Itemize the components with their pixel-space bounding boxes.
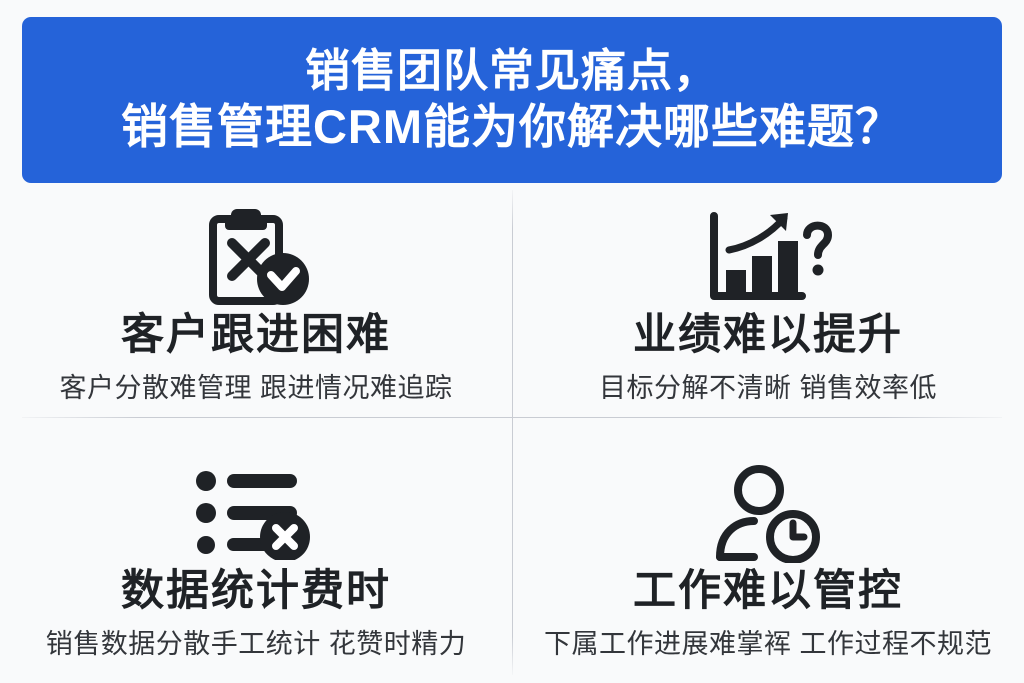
header-banner: 销售团队常见痛点， 销售管理CRM能为你解决哪些难题？ bbox=[22, 17, 1002, 183]
pain-point-card-2: 业绩难以提升 目标分解不清晰 销售效率低 bbox=[512, 188, 1024, 436]
pain-point-card-1: 客户跟进困难 客户分散难管理 跟进情况难追踪 bbox=[0, 188, 512, 436]
pain-point-title-3: 数据统计费时 bbox=[121, 566, 391, 615]
pain-point-title-4: 工作难以管控 bbox=[633, 566, 903, 615]
clipboard-x-check-icon bbox=[197, 204, 315, 312]
pain-point-card-4: 工作难以管控 下属工作进展难掌裈 工作过程不规范 bbox=[512, 436, 1024, 683]
pain-point-subtitle-2: 目标分解不清晰 销售效率低 bbox=[598, 373, 937, 403]
list-x-icon bbox=[193, 460, 319, 568]
pain-point-card-3: 数据统计费时 销售数据分散手工统计 花赞时精力 bbox=[0, 436, 512, 683]
vertical-divider bbox=[512, 190, 513, 675]
pain-point-grid: 客户跟进困难 客户分散难管理 跟进情况难追踪 bbox=[0, 188, 1024, 683]
pain-point-title-2: 业绩难以提升 bbox=[633, 311, 903, 359]
header-title-line-2: 销售管理CRM能为你解决哪些难题？ bbox=[120, 99, 904, 153]
pain-point-subtitle-1: 客户分散难管理 跟进情况难追踪 bbox=[59, 373, 453, 403]
bar-chart-arrow-question-icon bbox=[702, 204, 834, 312]
pain-point-subtitle-3: 销售数据分散手工统计 花赞时精力 bbox=[45, 628, 467, 659]
person-clock-icon bbox=[708, 460, 828, 568]
header-title-line-1: 销售团队常见痛点， bbox=[304, 45, 719, 97]
pain-point-subtitle-4: 下属工作进展难掌裈 工作过程不规范 bbox=[543, 628, 992, 659]
pain-point-title-1: 客户跟进困难 bbox=[121, 311, 391, 359]
